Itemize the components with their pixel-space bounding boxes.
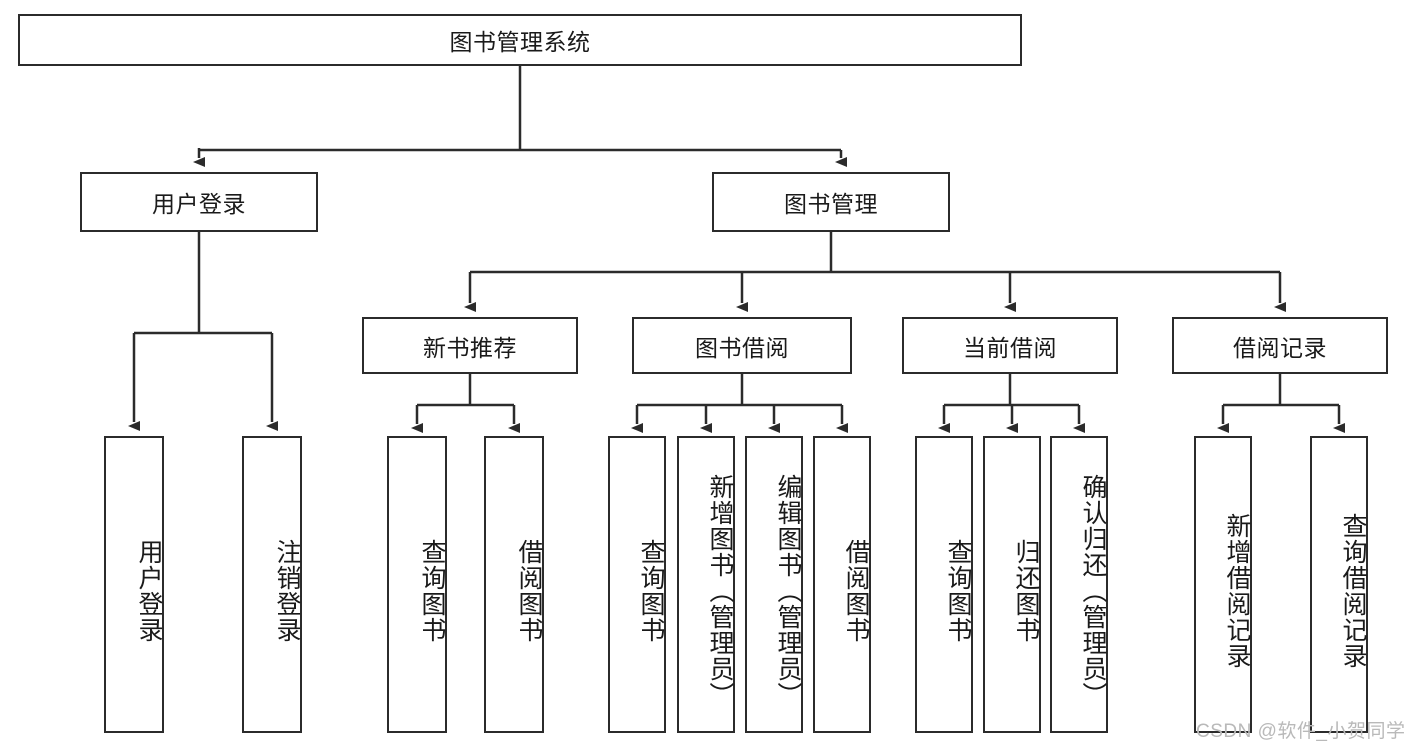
node-leaf-add-book[interactable]: 新增图书（管理员）: [677, 436, 735, 733]
node-book-borrow[interactable]: 图书借阅: [632, 317, 852, 374]
node-leaf-borrow-book-2[interactable]: 借阅图书: [813, 436, 871, 733]
node-user-login[interactable]: 用户登录: [80, 172, 318, 232]
node-leaf-user-logout[interactable]: 注销登录: [242, 436, 302, 733]
node-leaf-add-borrow-record[interactable]: 新增借阅记录: [1194, 436, 1252, 733]
node-leaf-return-book[interactable]: 归还图书: [983, 436, 1041, 733]
connector-book-management-children: [464, 232, 1286, 312]
connector-borrow-record-children: [1217, 374, 1345, 433]
node-leaf-edit-book[interactable]: 编辑图书（管理员）: [745, 436, 803, 733]
node-leaf-confirm-return[interactable]: 确认归还（管理员）: [1050, 436, 1108, 733]
node-leaf-borrow-book-1[interactable]: 借阅图书: [484, 436, 544, 733]
node-book-management[interactable]: 图书管理: [712, 172, 950, 232]
node-leaf-user-login[interactable]: 用户登录: [104, 436, 164, 733]
connector-user-login-children: [128, 232, 278, 431]
node-title-system[interactable]: 图书管理系统: [18, 14, 1022, 66]
connector-root-to-level2: [193, 66, 847, 167]
node-leaf-query-book-2[interactable]: 查询图书: [608, 436, 666, 733]
node-leaf-query-book-3[interactable]: 查询图书: [915, 436, 973, 733]
node-current-borrow[interactable]: 当前借阅: [902, 317, 1118, 374]
connector-current-borrow-children: [938, 374, 1085, 433]
connector-new-book-recommend-children: [411, 374, 520, 433]
node-leaf-query-book-1[interactable]: 查询图书: [387, 436, 447, 733]
node-leaf-query-borrow-record[interactable]: 查询借阅记录: [1310, 436, 1368, 733]
node-borrow-record[interactable]: 借阅记录: [1172, 317, 1388, 374]
watermark-text: CSDN @软件_小贺同学: [1196, 721, 1405, 742]
node-new-book-recommend[interactable]: 新书推荐: [362, 317, 578, 374]
connector-book-borrow-children: [631, 374, 848, 433]
